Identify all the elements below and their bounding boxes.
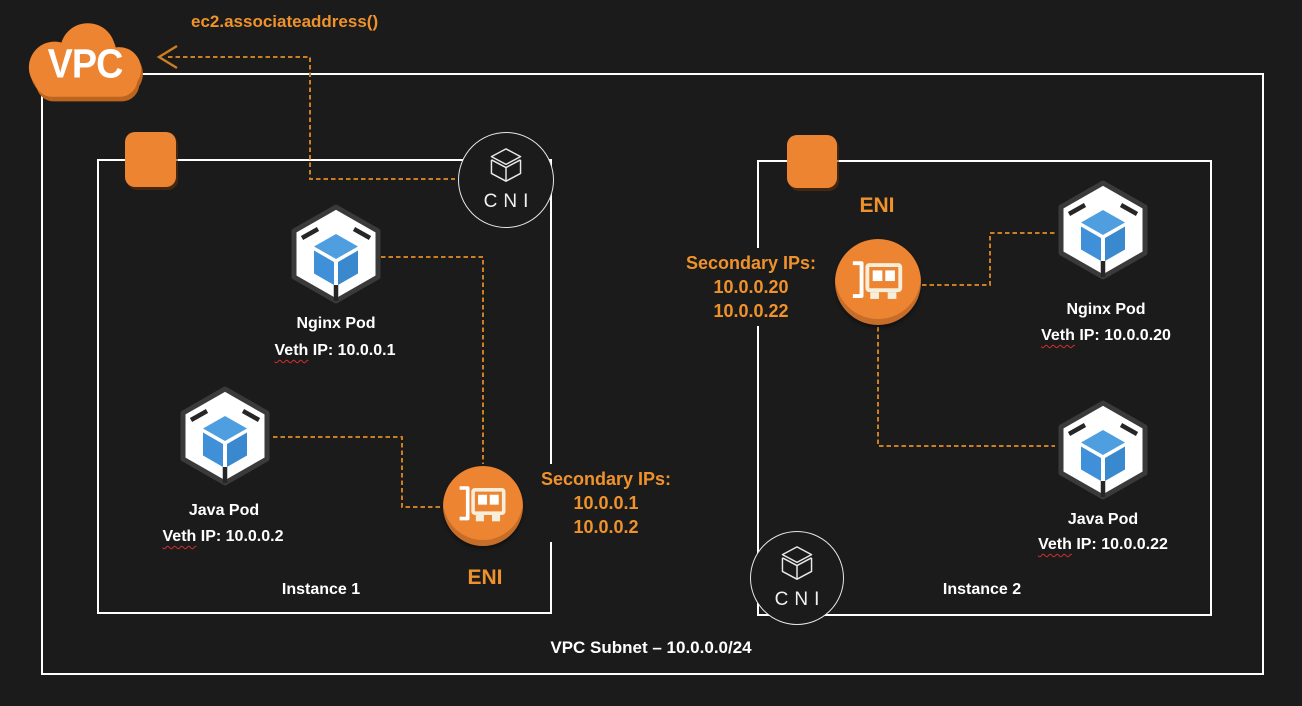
- secondary-ip: 10.0.0.20: [713, 277, 789, 297]
- veth-ip-value: IP: 10.0.0.2: [196, 528, 284, 545]
- network-card-icon: [852, 260, 903, 299]
- nginx1-veth-ip: Veth IP: 10.0.0.1: [275, 342, 396, 360]
- java1-veth-ip: Veth IP: 10.0.0.2: [163, 528, 284, 546]
- java1-pod-icon: [180, 386, 270, 486]
- instance2-icon: [787, 135, 837, 188]
- nginx1-pod-name: Nginx Pod: [296, 315, 376, 332]
- vpc-cloud-label: VPC: [47, 40, 124, 87]
- instance2-label: Instance 2: [942, 581, 1022, 598]
- eni1-icon: [443, 466, 523, 546]
- secondary-ip: 10.0.0.22: [713, 301, 789, 321]
- cni2-badge: CNI: [750, 531, 844, 625]
- secondary-ip: 10.0.0.2: [573, 517, 639, 537]
- java2-pod-icon: [1058, 400, 1148, 500]
- secondary-ips-title: Secondary IPs:: [540, 469, 672, 489]
- cni-logo-icon: [781, 545, 813, 580]
- vpc-cloud-icon: VPC: [14, 14, 156, 106]
- veth-word: Veth: [1041, 327, 1075, 344]
- eni1-label: ENI: [467, 566, 503, 589]
- arrow-head-icon: [156, 44, 178, 70]
- veth-word: Veth: [274, 342, 309, 359]
- cni1-label: CNI: [483, 190, 535, 212]
- secondary-ip: 10.0.0.1: [573, 493, 639, 513]
- eni2-icon: [835, 239, 921, 325]
- instance2-secondary-ips: Secondary IPs: 10.0.0.20 10.0.0.22: [675, 248, 827, 326]
- vpc-subnet-box: [41, 73, 1264, 675]
- nginx2-pod-name: Nginx Pod: [1066, 301, 1146, 318]
- cni2-label: CNI: [774, 588, 826, 610]
- nginx1-pod-icon: [291, 204, 381, 304]
- veth-word: Veth: [1038, 536, 1072, 553]
- nginx2-pod-icon: [1058, 180, 1148, 280]
- instance1-secondary-ips: Secondary IPs: 10.0.0.1 10.0.0.2: [530, 464, 682, 542]
- network-card-icon: [459, 486, 506, 522]
- api-call-label: ec2.associateaddress(): [191, 12, 379, 31]
- eni2-label: ENI: [859, 194, 895, 217]
- java2-pod-name: Java Pod: [1067, 511, 1139, 528]
- java1-pod-name: Java Pod: [188, 502, 260, 519]
- veth-ip-value: IP: 10.0.0.20: [1074, 327, 1171, 344]
- veth-ip-value: IP: 10.0.0.22: [1071, 536, 1168, 553]
- veth-ip-value: IP: 10.0.0.1: [308, 342, 396, 359]
- nginx2-veth-ip: Veth IP: 10.0.0.20: [1041, 327, 1171, 345]
- instance2-box: [757, 160, 1212, 616]
- cni1-badge: CNI: [458, 132, 554, 228]
- java2-veth-ip: Veth IP: 10.0.0.22: [1038, 536, 1168, 554]
- instance1-icon: [125, 132, 176, 187]
- instance1-label: Instance 1: [281, 581, 361, 598]
- cni-logo-icon: [490, 147, 522, 182]
- vpc-subnet-label: VPC Subnet – 10.0.0.0/24: [550, 638, 752, 657]
- secondary-ips-title: Secondary IPs:: [685, 253, 817, 273]
- veth-word: Veth: [162, 528, 197, 545]
